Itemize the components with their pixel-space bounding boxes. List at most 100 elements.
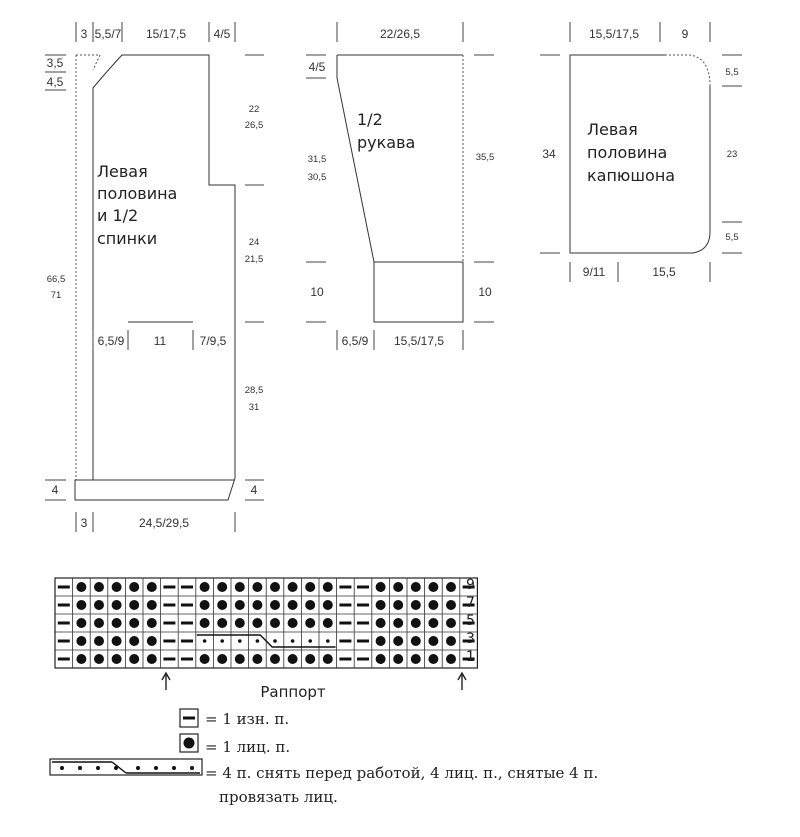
knit-stitch — [375, 636, 386, 646]
hood-bottom-dim-1: 9/11 — [583, 265, 606, 279]
hood-right-dim-2: 23 — [727, 149, 738, 160]
hood-title-line-2: половина — [587, 143, 667, 162]
legend: = 1 изн. п. = 1 лиц. п. = 4 п. снять пер… — [49, 708, 598, 806]
hood-top-dim-1: 15,5/17,5 — [589, 27, 639, 41]
front-neck-dash — [76, 54, 101, 71]
knit-stitch — [446, 582, 456, 592]
knit-stitch — [217, 600, 228, 610]
knit-stitch — [393, 582, 404, 592]
knit-stitch — [199, 582, 210, 592]
front-right-top-dim-2: 26,5 — [245, 120, 264, 131]
knit-stitch — [129, 582, 140, 592]
knit-stitch — [111, 654, 122, 664]
legend-purl-symbol — [179, 708, 199, 728]
knit-stitch — [199, 618, 210, 628]
cable-stitch-dot — [220, 639, 224, 643]
sleeve-piece: 22/26,5 4/5 31,5 30,5 10 35,5 10 6,5/9 1… — [306, 22, 494, 350]
knit-stitch — [322, 654, 333, 664]
knit-stitch — [305, 654, 316, 664]
knit-stitch — [94, 600, 104, 610]
legend-knit-symbol — [179, 733, 199, 753]
knit-stitch — [393, 618, 404, 628]
front-neck-dim-1: 3,5 — [47, 56, 64, 70]
front-band-right-dim: 4 — [251, 483, 258, 497]
knit-stitch — [234, 654, 245, 664]
knit-stitch — [287, 618, 298, 628]
chart-row-numbers: 9 7 5 3 1 — [466, 577, 475, 665]
stitch-chart — [54, 577, 478, 669]
sleeve-cuff-right-dim: 10 — [478, 285, 492, 299]
front-title-line-2: половина — [97, 184, 177, 203]
knit-stitch — [375, 654, 386, 664]
knit-stitch — [146, 636, 157, 646]
front-top-dim-4: 4/5 — [214, 27, 231, 41]
knit-stitch — [94, 582, 104, 592]
knit-stitch — [305, 618, 316, 628]
hood-top-dim-2: 9 — [682, 27, 689, 41]
rapport-label: Раппорт — [260, 683, 326, 701]
knit-stitch — [252, 582, 263, 592]
front-bottom-dim-1: 3 — [81, 516, 88, 530]
legend-cable-symbol — [49, 758, 203, 776]
knit-stitch — [217, 582, 228, 592]
knit-stitch — [287, 582, 298, 592]
row-number-3: 3 — [466, 631, 475, 647]
knit-stitch — [146, 600, 157, 610]
knit-stitch — [322, 582, 333, 592]
front-pocket-dim-2: 11 — [154, 334, 167, 348]
cable-stitch-dot — [308, 639, 313, 643]
front-bottom-dim-2: 24,5/29,5 — [139, 516, 189, 530]
knit-stitch — [375, 582, 386, 592]
cable-stitch-dot — [202, 639, 207, 643]
cable-cross-line — [196, 634, 336, 648]
knit-stitch — [270, 618, 280, 628]
hood-right-dim-3: 5,5 — [725, 232, 738, 243]
knit-stitch — [94, 636, 104, 646]
sleeve-title-line-2: рукава — [357, 133, 415, 152]
knit-stitch — [375, 618, 386, 628]
knit-stitch — [76, 618, 87, 628]
knit-stitch — [146, 618, 157, 628]
knit-stitch — [393, 654, 404, 664]
sleeve-left-mid-dim-2: 30,5 — [308, 172, 327, 183]
knit-stitch — [76, 654, 87, 664]
hood-piece: 15,5/17,5 9 34 5,5 23 5,5 9/11 15,5 Лева… — [540, 22, 742, 282]
knit-stitch — [446, 636, 456, 646]
knit-stitch — [76, 582, 87, 592]
front-right-mid-dim-1: 24 — [249, 237, 260, 248]
front-right-top-dim-1: 22 — [249, 104, 260, 115]
knit-stitch — [428, 654, 439, 664]
sleeve-cuff-left-dim: 10 — [310, 285, 324, 299]
knit-stitch — [410, 618, 421, 628]
front-title-line-3: и 1/2 — [97, 206, 138, 225]
knit-stitch — [287, 600, 298, 610]
front-height-dim-2: 71 — [51, 290, 62, 301]
knit-stitch — [111, 600, 122, 610]
hood-outline — [569, 54, 711, 254]
cable-stitch-dot — [238, 639, 242, 643]
front-right-mid-dim-2: 21,5 — [245, 254, 264, 265]
row-number-5: 5 — [466, 613, 475, 629]
rapport-arrow-right — [457, 671, 467, 690]
sleeve-bottom-dim-2: 15,5/17,5 — [394, 334, 444, 348]
front-right-low-dim-2: 31 — [249, 402, 260, 413]
knit-stitch — [234, 582, 245, 592]
knit-stitch — [94, 654, 104, 664]
knit-stitch — [305, 600, 316, 610]
legend-purl-text: = 1 изн. п. — [205, 710, 289, 728]
knit-stitch — [252, 600, 263, 610]
cable-stitch-dot — [326, 639, 330, 643]
row-number-1: 1 — [466, 649, 475, 665]
front-title-line-4: спинки — [97, 229, 157, 248]
hood-top-dash — [665, 54, 711, 87]
front-top-dim-1: 3 — [81, 27, 88, 41]
legend-knit-text: = 1 лиц. п. — [205, 738, 290, 756]
knit-stitch — [146, 654, 157, 664]
knit-stitch — [199, 654, 210, 664]
rapport-arrow-left — [161, 671, 171, 690]
knit-stitch — [217, 618, 228, 628]
knit-stitch — [410, 600, 421, 610]
sleeve-bottom-dim-1: 6,5/9 — [342, 334, 369, 348]
knit-stitch — [270, 654, 280, 664]
